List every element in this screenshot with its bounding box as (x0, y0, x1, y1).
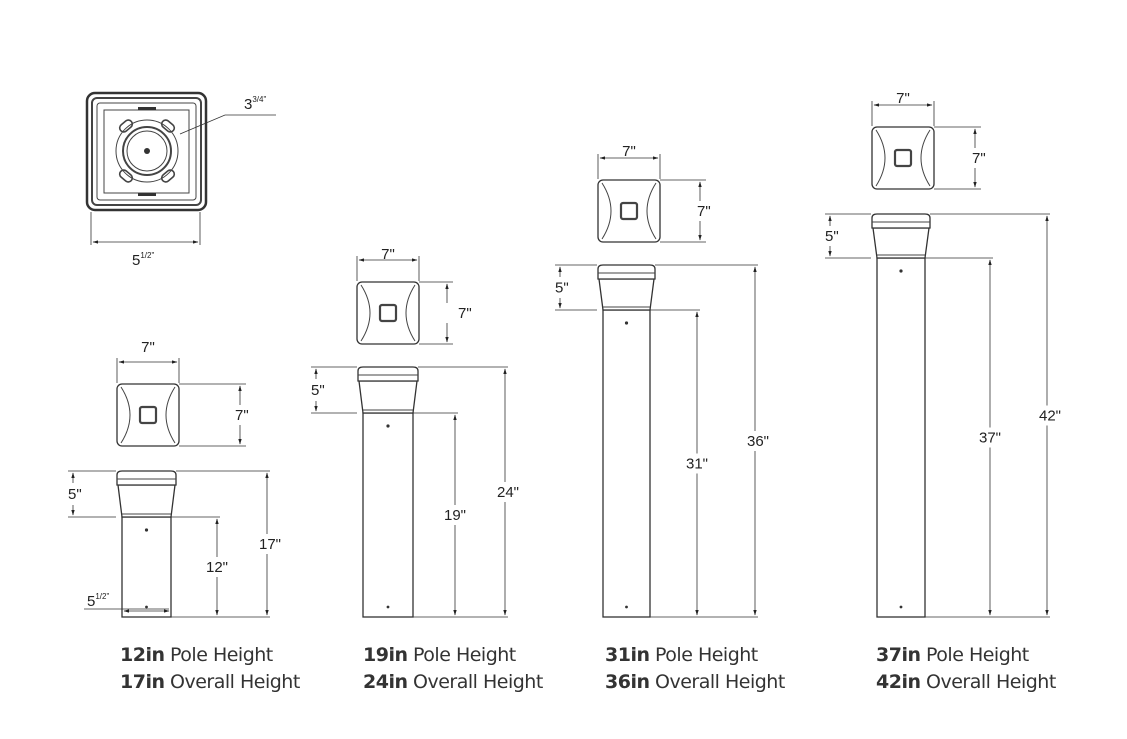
pole-height-label: 12" (206, 559, 228, 576)
overall-height-label: 17" (259, 536, 281, 553)
pole-height-value: 37in (876, 644, 921, 666)
pole-height-label: 31" (686, 456, 708, 473)
head-top-view (871, 126, 935, 190)
bollard-2: 7" 7" 5" 19" 24" (311, 246, 519, 618)
pole-height-value: 31in (605, 644, 650, 666)
screw-icon (386, 424, 390, 428)
head-depth-label: 7" (972, 150, 986, 167)
bollard-caption: 19in Pole Height 24in Overall Height (363, 642, 543, 696)
collar (598, 278, 655, 311)
collar-height-label: 5" (68, 486, 82, 503)
bollard-caption: 31in Pole Height 36in Overall Height (605, 642, 785, 696)
collar (872, 227, 930, 259)
screw-icon (144, 528, 149, 532)
pole (602, 309, 651, 618)
pole-height-text: Pole Height (655, 644, 758, 666)
head-width-label: 7" (381, 246, 395, 263)
head-depth-label: 7" (458, 305, 472, 322)
pole-height-text: Pole Height (170, 644, 273, 666)
pole-height-caption: 31in Pole Height (605, 642, 785, 669)
head-width-label: 7" (896, 90, 910, 107)
screw-icon (899, 269, 903, 273)
overall-height-text: Overall Height (413, 671, 543, 693)
screw-icon (624, 321, 629, 325)
collar-height-label: 5" (825, 228, 839, 245)
pole-height-value: 19in (363, 644, 408, 666)
pole-height-label: 37" (979, 430, 1001, 447)
sensor-window-icon (138, 405, 158, 425)
overall-height-text: Overall Height (926, 671, 1056, 693)
bollard-caption: 37in Pole Height 42in Overall Height (876, 642, 1056, 696)
sensor-window-icon (378, 303, 398, 323)
overall-height-label: 36" (747, 433, 769, 450)
head-depth-label: 7" (697, 203, 711, 220)
screw-icon (899, 605, 903, 609)
plan-inner-dimension: 33/4" (244, 95, 266, 113)
base-width-label: 51/2" (87, 592, 109, 610)
cap (597, 264, 656, 280)
plan-view-top: 33/4" 51/2" (85, 91, 276, 269)
pole (876, 257, 926, 618)
head-top-view (597, 179, 661, 243)
overall-height-caption: 36in Overall Height (605, 669, 785, 696)
side-view (871, 213, 931, 618)
collar-height-label: 5" (311, 382, 325, 399)
pole-height-caption: 12in Pole Height (120, 642, 300, 669)
overall-height-caption: 17in Overall Height (120, 669, 300, 696)
head-top-view (356, 281, 420, 345)
screw-icon (386, 605, 390, 609)
pole-height-value: 12in (120, 644, 165, 666)
collar-height-label: 5" (555, 280, 569, 297)
screw-icon (625, 605, 628, 609)
collar (358, 380, 418, 414)
overall-height-value: 36in (605, 671, 650, 693)
head-width-label: 7" (141, 339, 155, 356)
cap (357, 366, 419, 382)
cap (116, 470, 177, 486)
overall-height-value: 42in (876, 671, 921, 693)
screw-icon (145, 605, 148, 609)
collar (117, 484, 176, 518)
pole-height-text: Pole Height (413, 644, 516, 666)
overall-height-label: 24" (497, 484, 519, 501)
overall-height-caption: 42in Overall Height (876, 669, 1056, 696)
pole (121, 516, 172, 618)
overall-height-text: Overall Height (655, 671, 785, 693)
plan-outer-dimension: 51/2" (132, 251, 154, 269)
pole-height-caption: 19in Pole Height (363, 642, 543, 669)
pole (362, 412, 414, 618)
pole-height-label: 19" (444, 507, 466, 524)
bollard-4: 7" 7" 5" 37" 42" (825, 90, 1061, 618)
overall-height-value: 24in (363, 671, 408, 693)
head-width-label: 7" (622, 143, 636, 160)
bollard-caption: 12in Pole Height 17in Overall Height (120, 642, 300, 696)
sensor-window-icon (893, 148, 913, 168)
pole-height-caption: 37in Pole Height (876, 642, 1056, 669)
head-depth-label: 7" (235, 407, 249, 424)
overall-height-label: 42" (1039, 408, 1061, 425)
pole-height-text: Pole Height (926, 644, 1029, 666)
side-view (597, 264, 656, 618)
overall-height-text: Overall Height (170, 671, 300, 693)
side-view (116, 470, 177, 618)
head-top-view (116, 383, 180, 447)
bollard-1: 7" 7" 5" 12" 17" 51/2" (68, 339, 281, 618)
sensor-window-icon (619, 201, 639, 221)
cap (871, 213, 931, 229)
overall-height-value: 17in (120, 671, 165, 693)
side-view (357, 366, 419, 618)
bollard-3: 7" 7" 5" 31" 36" (555, 143, 769, 618)
overall-height-caption: 24in Overall Height (363, 669, 543, 696)
